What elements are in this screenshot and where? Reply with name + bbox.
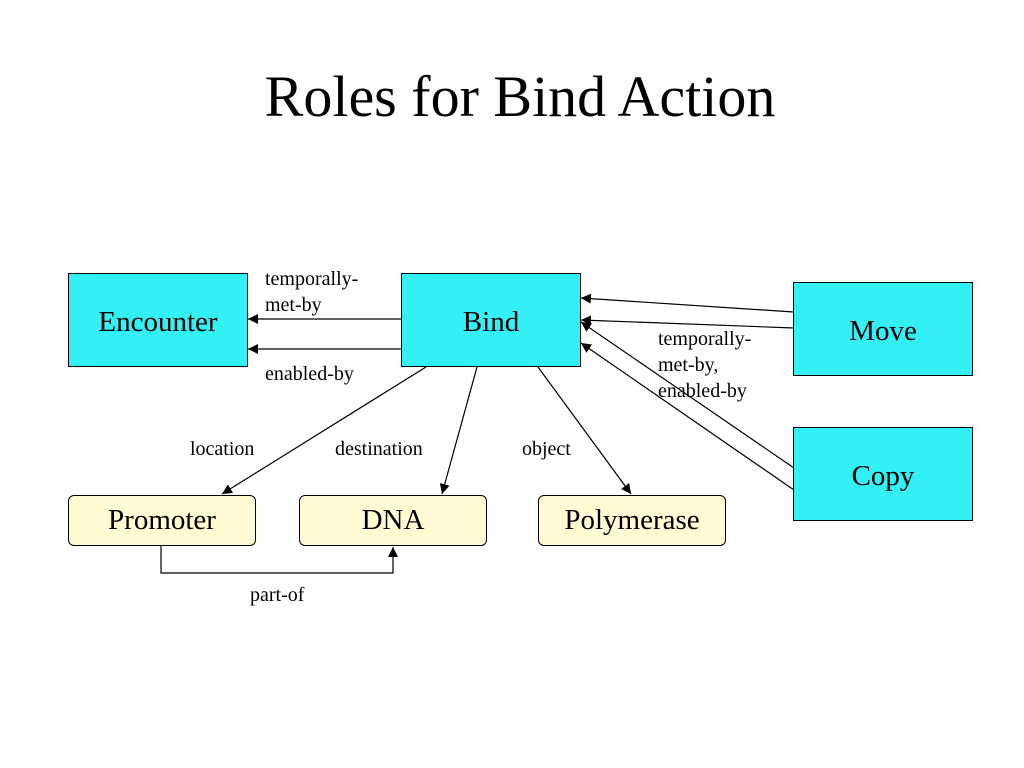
arrow-copy-bind-2 bbox=[580, 342, 795, 491]
arrow-bind-promoter bbox=[221, 366, 427, 495]
polymerase-node: Polymerase bbox=[538, 495, 726, 546]
promoter-node: Promoter bbox=[68, 495, 256, 546]
arrow-move-bind-1 bbox=[580, 293, 795, 313]
label-location: location bbox=[190, 438, 255, 460]
arrow-bind-polymerase bbox=[537, 366, 632, 495]
arrow-copy-bind-1 bbox=[580, 321, 795, 469]
move-node: Move bbox=[793, 282, 973, 376]
bind-node: Bind bbox=[401, 273, 581, 367]
label-temporally-met-by: temporally- met-by bbox=[265, 268, 359, 316]
label-move-copy-relation: temporally- met-by, enabled-by bbox=[658, 328, 752, 402]
arrow-move-bind-2 bbox=[580, 315, 795, 329]
label-enabled-by: enabled-by bbox=[265, 363, 354, 385]
dna-node: DNA bbox=[299, 495, 487, 546]
slide-title: Roles for Bind Action bbox=[264, 64, 776, 129]
copy-node: Copy bbox=[793, 427, 973, 521]
label-object: object bbox=[522, 438, 571, 460]
arrow-bind-dna bbox=[439, 366, 478, 495]
encounter-node: Encounter bbox=[68, 273, 248, 367]
arrow-promoter-dna-part-of bbox=[160, 546, 398, 574]
label-destination: destination bbox=[335, 438, 423, 460]
label-part-of: part-of bbox=[250, 584, 305, 606]
